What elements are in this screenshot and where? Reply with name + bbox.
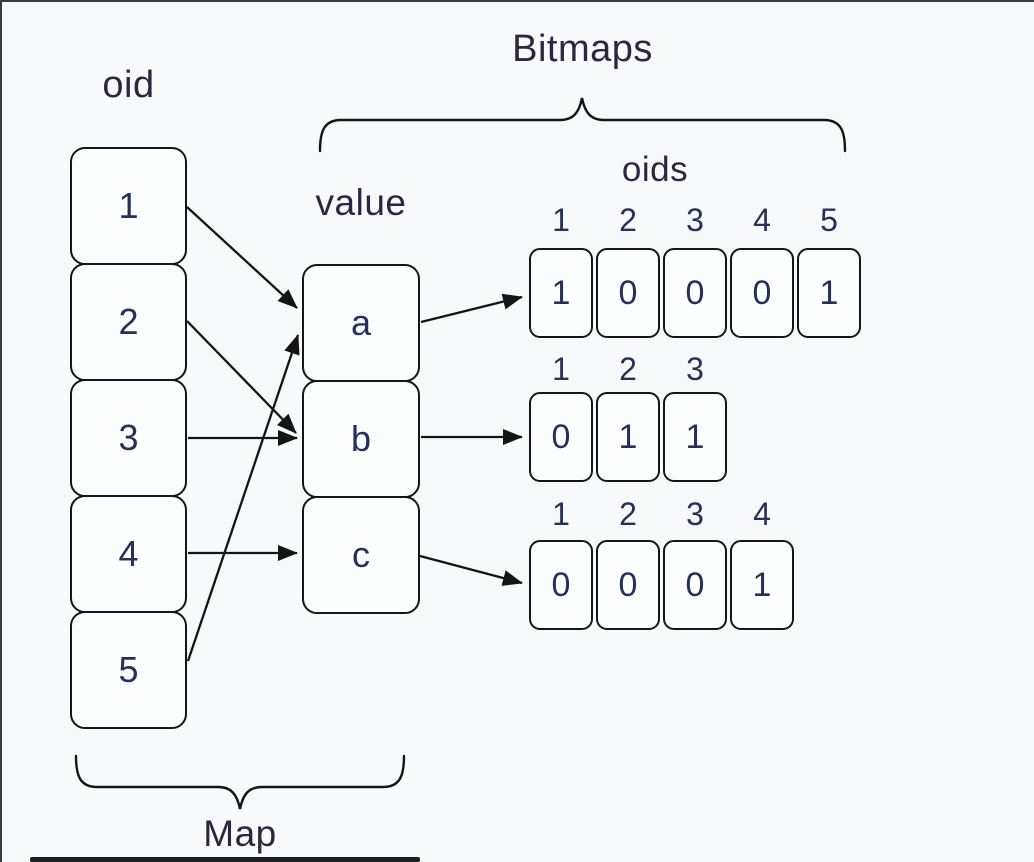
bitmap-a-cell-4: 0: [730, 248, 794, 338]
bitmap-a-header-1: 1: [552, 202, 570, 238]
map-label: Map: [203, 813, 277, 854]
bitmap-c-header-4: 4: [753, 496, 771, 532]
oid-box-3: 3: [70, 379, 187, 497]
bitmap-a-bit-1: 1: [551, 273, 571, 312]
bitmaps-label: Bitmaps: [512, 28, 653, 70]
bitmap-c-header-3: 3: [686, 496, 704, 532]
bitmap-a-header-5: 5: [820, 202, 838, 238]
value-box-c-text: c: [352, 534, 370, 575]
bitmap-a-bit-3: 0: [685, 273, 705, 312]
bitmap-b-header-3: 3: [686, 351, 704, 387]
oid-box-4: 4: [70, 495, 187, 613]
oid-box-3-text: 3: [118, 417, 139, 458]
bitmap-c-cell-2: 0: [596, 540, 660, 630]
bitmap-a-cell-3: 0: [663, 248, 727, 338]
bitmap-c-bit-1: 0: [551, 565, 571, 604]
value-box-b-text: b: [350, 418, 372, 459]
bitmap-a-cell-5: 1: [797, 248, 861, 338]
bitmap-c-cell-1: 0: [529, 540, 593, 630]
map-brace: [74, 754, 406, 810]
bitmap-b-cell-3: 1: [663, 392, 727, 482]
oid-box-5: 5: [70, 611, 187, 729]
arrow-oid-1-to-value-a: [186, 206, 298, 309]
value-box-a: a: [302, 264, 420, 382]
bitmap-b-bit-1: 0: [551, 417, 571, 456]
left-edge-line: [0, 0, 2, 862]
bitmap-b-cell-1: 0: [529, 392, 593, 482]
top-edge-line: [0, 0, 1034, 2]
value-box-c: c: [302, 496, 420, 614]
bitmap-a-header-4: 4: [753, 202, 771, 238]
bitmap-c-bit-4: 1: [752, 565, 772, 604]
oids-label: oids: [621, 150, 689, 189]
arrow-oid-5-to-value-a: [186, 334, 300, 662]
bitmap-a-bit-5: 1: [819, 273, 839, 312]
bitmap-c-header-2: 2: [619, 496, 637, 532]
bitmap-c-bit-3: 0: [685, 565, 705, 604]
oid-box-1-text: 1: [118, 185, 139, 226]
oid-box-1: 1: [70, 147, 187, 265]
bitmap-b-cell-2: 1: [596, 392, 660, 482]
oid-box-2-text: 2: [118, 301, 139, 342]
bitmaps-brace: [318, 97, 847, 153]
arrow-value-c-to-bitmap-c: [419, 554, 523, 586]
bitmap-a-header-2: 2: [619, 202, 637, 238]
bitmap-b-header-2: 2: [619, 351, 637, 387]
bitmap-a-header-3: 3: [686, 202, 704, 238]
bitmap-c-bit-2: 0: [618, 565, 638, 604]
value-box-a-text: a: [350, 302, 372, 343]
bottom-scrubber-bar: [30, 857, 420, 862]
bitmap-b-bit-2: 1: [618, 417, 638, 456]
arrow-oid-2-to-value-b: [186, 320, 297, 434]
bitmap-b-bit-3: 1: [685, 417, 705, 456]
value-box-b: b: [302, 380, 420, 498]
oid-column-label: oid: [102, 64, 155, 106]
bitmap-a-cell-1: 1: [529, 248, 593, 338]
bitmap-a-bit-4: 0: [752, 273, 772, 312]
bitmap-a-bit-2: 0: [618, 273, 638, 312]
oid-box-5-text: 5: [118, 649, 139, 690]
bitmap-c-cell-3: 0: [663, 540, 727, 630]
oid-box-4-text: 4: [118, 533, 139, 574]
bitmap-c-header-1: 1: [552, 496, 570, 532]
value-column-label: value: [315, 182, 407, 223]
bitmap-b-header-1: 1: [552, 351, 570, 387]
arrow-value-a-to-bitmap-a: [420, 293, 523, 324]
oid-box-2: 2: [70, 263, 187, 381]
bitmap-a-cell-2: 0: [596, 248, 660, 338]
bitmap-c-cell-4: 1: [730, 540, 794, 630]
